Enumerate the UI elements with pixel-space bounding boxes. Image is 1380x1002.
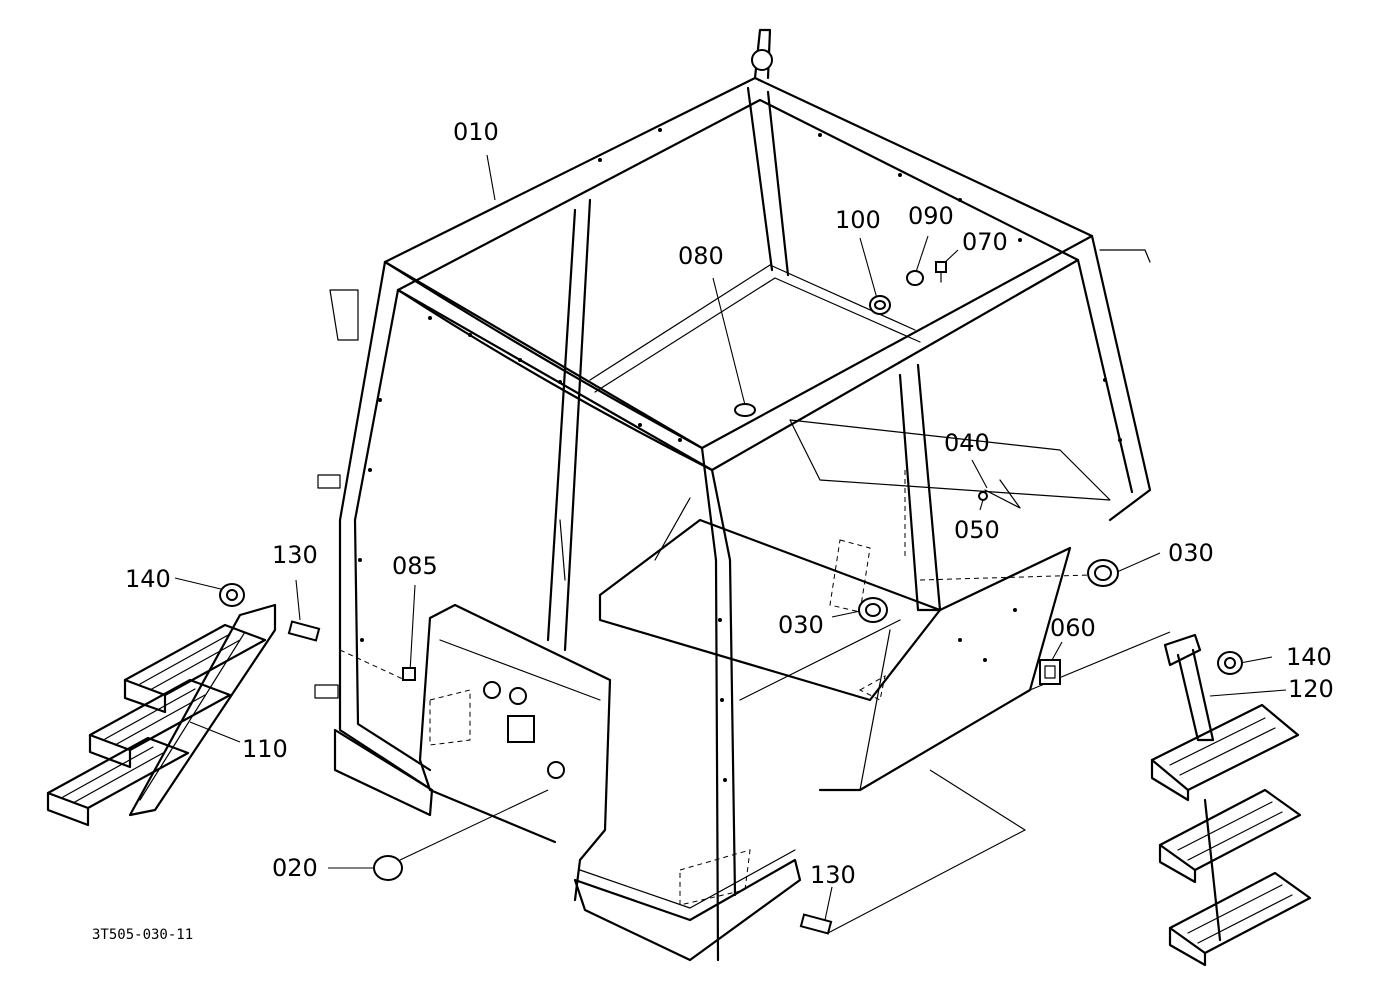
part-080-bracket <box>734 403 756 417</box>
callout-050: 050 <box>954 516 1000 544</box>
callout-040: 040 <box>944 429 990 457</box>
callout-020: 020 <box>272 854 318 882</box>
part-140-nut-left <box>219 583 245 607</box>
part-060-connector <box>1039 659 1061 685</box>
step-tread-right-2 <box>1158 788 1302 884</box>
callout-130-left: 130 <box>272 541 318 569</box>
part-040-bracket <box>984 479 1021 509</box>
step-tread-left-3 <box>46 736 190 827</box>
frame-bolt-holes <box>358 128 1122 782</box>
dash-round-opening-2 <box>509 687 527 705</box>
callout-010: 010 <box>453 118 499 146</box>
callout-120: 120 <box>1288 675 1334 703</box>
callout-080: 080 <box>678 242 724 270</box>
step-assembly-right-120 <box>1150 633 1312 967</box>
step-assembly-left-110 <box>46 603 277 827</box>
dash-round-opening-1 <box>483 681 501 699</box>
part-030-grommet-center <box>858 597 888 623</box>
part-130-stud-left <box>287 620 321 642</box>
part-090-cap <box>906 270 924 286</box>
part-100-grommet <box>869 295 891 315</box>
callout-140-right: 140 <box>1286 643 1332 671</box>
assembly-phantom-lines <box>339 470 1091 906</box>
part-130-stud-bottom <box>799 913 833 935</box>
part-140-nut-right <box>1217 651 1243 675</box>
callout-110: 110 <box>242 735 288 763</box>
dash-square-opening <box>507 715 535 743</box>
dash-round-opening-3 <box>547 761 565 779</box>
part-020-plug <box>373 855 403 881</box>
callout-130-bottom: 130 <box>810 861 856 889</box>
top-mount-point <box>751 49 773 71</box>
callout-030-right: 030 <box>1168 539 1214 567</box>
part-085-spacer <box>402 667 416 681</box>
callout-070: 070 <box>962 228 1008 256</box>
callout-090: 090 <box>908 202 954 230</box>
callout-030-center: 030 <box>778 611 824 639</box>
step-tread-right-1 <box>1150 703 1300 802</box>
callout-140-left: 140 <box>125 565 171 593</box>
document-id: 3T505-030-11 <box>92 927 193 943</box>
part-030-grommet-right <box>1087 559 1119 587</box>
leader-lines <box>174 154 1287 934</box>
step-tread-right-3 <box>1168 871 1312 967</box>
part-070-bolt <box>935 261 947 283</box>
cab-frame-010 <box>314 28 1152 962</box>
callout-060: 060 <box>1050 614 1096 642</box>
callout-100: 100 <box>835 206 881 234</box>
part-050-screw <box>978 491 988 501</box>
callout-085: 085 <box>392 552 438 580</box>
